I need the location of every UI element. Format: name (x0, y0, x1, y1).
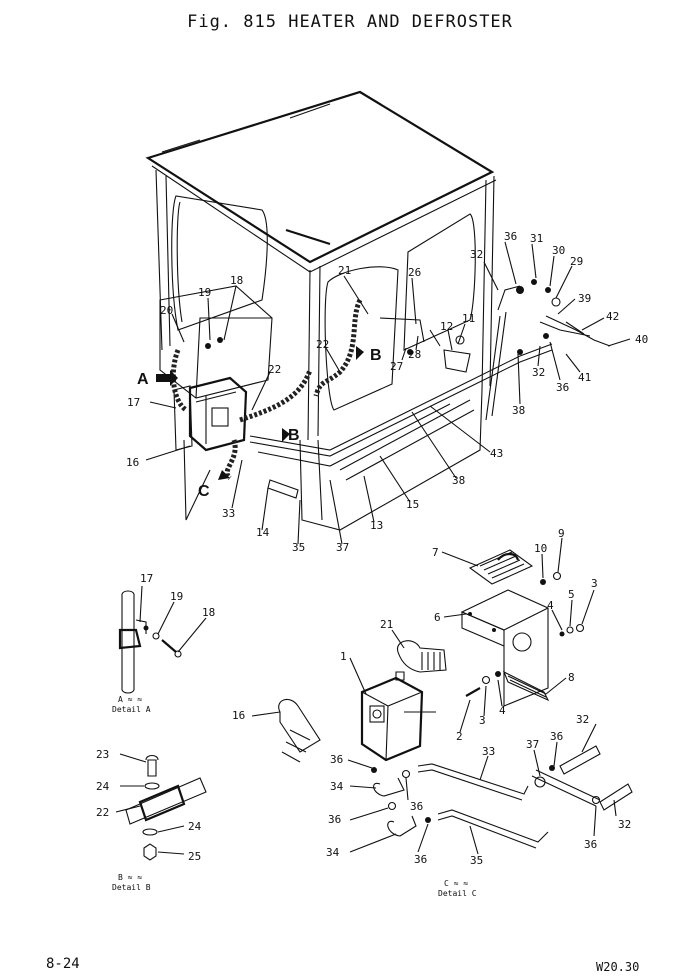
callout: 18 (230, 274, 243, 287)
callout: 25 (188, 850, 201, 863)
callout: 40 (635, 333, 648, 346)
callout: 15 (406, 498, 419, 511)
callout: 18 (202, 606, 215, 619)
heater-exploded-view (278, 549, 633, 849)
callout: 1 (340, 650, 347, 663)
callouts-heater: 7 10 9 6 4 5 3 21 1 2 3 4 8 16 32 36 37 … (232, 527, 631, 867)
callout: 8 (568, 671, 575, 684)
callout: 42 (606, 310, 619, 323)
detail-c-caption: C ≈ ≈ Detail C (438, 879, 477, 898)
callout: 36 (410, 800, 423, 813)
page-number: 8-24 (46, 956, 80, 972)
callout: 4 (547, 599, 554, 612)
callout: 34 (330, 780, 344, 793)
detail-b-label: Detail B (112, 883, 151, 892)
callout: 3 (479, 714, 486, 727)
callout: 31 (530, 232, 543, 245)
callout: 10 (534, 542, 547, 555)
callout: 4 (499, 704, 506, 717)
callout: 35 (292, 541, 305, 554)
detail-c-label: Detail C (438, 889, 477, 898)
callout: 16 (232, 709, 245, 722)
callout: 36 (328, 813, 341, 826)
callout: 43 (490, 447, 503, 460)
cab-drawing (145, 90, 611, 531)
callout: 32 (532, 366, 545, 379)
callout: 35 (470, 854, 483, 867)
callout: 12 (440, 320, 453, 333)
view-label-b-2: B (288, 427, 300, 444)
callout: 34 (326, 846, 340, 859)
callout: 36 (330, 753, 343, 766)
leader-lines-main (145, 241, 631, 545)
callout: 36 (556, 381, 569, 394)
view-label-b: B (370, 347, 382, 364)
callout: 17 (140, 572, 153, 585)
callout: 20 (160, 304, 173, 317)
callout: 22 (96, 806, 109, 819)
detail-a-label: Detail A (112, 705, 151, 714)
callout: 23 (96, 748, 109, 761)
callout: 32 (576, 713, 589, 726)
callout: 27 (390, 360, 403, 373)
callout: 19 (198, 286, 211, 299)
callout: 37 (526, 738, 539, 751)
callout: 3 (591, 577, 598, 590)
callout: 38 (452, 474, 465, 487)
callout: 2 (456, 730, 463, 743)
callout: 5 (568, 588, 575, 601)
callout: 7 (432, 546, 439, 559)
callout: 30 (552, 244, 565, 257)
callout: 28 (408, 348, 421, 361)
callout: 36 (550, 730, 563, 743)
callout: 36 (584, 838, 597, 851)
callout: 37 (336, 541, 349, 554)
callout: 13 (370, 519, 383, 532)
callout: 24 (96, 780, 110, 793)
callout: 21 (338, 264, 351, 277)
callout: 26 (408, 266, 421, 279)
detail-a-marker: A ≈ ≈ (118, 695, 142, 704)
view-label-c: C (198, 483, 210, 500)
figure-title: Fig. 815 HEATER AND DEFROSTER (187, 12, 513, 32)
callout: 24 (188, 820, 202, 833)
callout: 6 (434, 611, 441, 624)
callout: 21 (380, 618, 393, 631)
callout: 32 (470, 248, 483, 261)
callout: 9 (558, 527, 565, 540)
callout: 33 (222, 507, 235, 520)
callouts-main: 36 31 30 29 32 39 42 40 41 36 32 38 11 1… (126, 230, 648, 554)
document-code: W20.30 (596, 960, 640, 974)
leader-lines-heater (251, 537, 617, 855)
callout: 38 (512, 404, 525, 417)
callout: 36 (414, 853, 427, 866)
view-arrows: A B B C (137, 346, 382, 500)
callout: 41 (578, 371, 591, 384)
callout: 33 (482, 745, 495, 758)
callout: 11 (462, 312, 475, 325)
callout: 22 (268, 363, 281, 376)
callout: 29 (570, 255, 583, 268)
callout: 16 (126, 456, 139, 469)
callout: 32 (618, 818, 631, 831)
callout: 14 (256, 526, 270, 539)
callout: 22 (316, 338, 329, 351)
callout: 36 (504, 230, 517, 243)
callout: 39 (578, 292, 591, 305)
detail-b-marker: B ≈ ≈ (118, 873, 142, 882)
detail-a-drawing: 17 19 18 A ≈ ≈ Detail A (112, 572, 215, 714)
callout: 17 (127, 396, 140, 409)
view-label-a: A (137, 371, 149, 388)
callout: 19 (170, 590, 183, 603)
detail-c-marker: C ≈ ≈ (444, 879, 468, 888)
detail-b-drawing: 23 24 22 24 25 B ≈ ≈ Detail B (96, 748, 207, 892)
